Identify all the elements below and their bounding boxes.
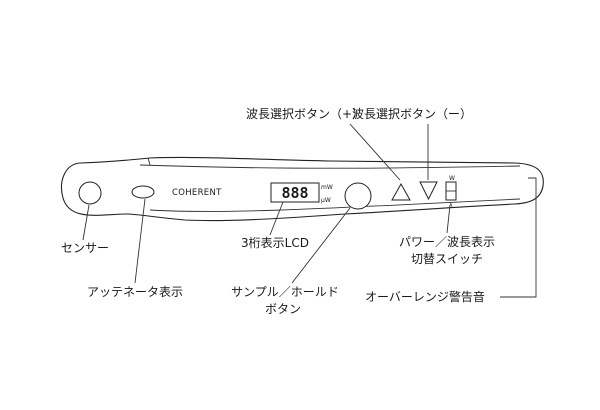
leader-sample-hold: [291, 207, 351, 284]
leader-overrange: [500, 177, 537, 298]
lcd-display: [270, 182, 320, 203]
label-sample-hold-line1: サンプル／ホールド: [231, 285, 339, 299]
switch-bottom-label: λ: [449, 202, 453, 209]
label-sample-hold-line2: ボタン: [265, 302, 301, 316]
leader-power-switch: [446, 204, 451, 234]
label-wavelength-plus: 波長選択ボタン（+）: [246, 107, 364, 121]
body-notch: [147, 157, 151, 166]
wavelength-minus-button[interactable]: [419, 181, 438, 201]
label-wavelength-minus: 波長選択ボタン（ー）: [352, 107, 472, 121]
leader-sensor: [82, 204, 90, 241]
sample-hold-button[interactable]: [344, 182, 372, 210]
label-power-switch-line1: パワー／波長表示: [399, 235, 495, 249]
label-overrange: オーバーレンジ警告音: [365, 289, 485, 304]
switch-top-label: W: [449, 175, 455, 182]
wavelength-plus-button[interactable]: [391, 182, 411, 201]
body-lower-line: [149, 198, 521, 212]
leader-attenuator: [134, 198, 146, 284]
lcd-digits: 888: [281, 184, 308, 202]
body-bevel-line: [139, 164, 521, 169]
label-lcd: 3桁表示LCD: [241, 236, 309, 250]
leader-lcd: [269, 201, 284, 236]
label-attenuator: アッテネータ表示: [87, 285, 183, 299]
brand-logo-text: COHERENT: [172, 188, 222, 198]
label-power-switch-line2: 切替スイッチ: [411, 252, 483, 266]
unit-uw-label: μW: [321, 197, 331, 204]
leader-wavelength-plus: [349, 123, 401, 181]
unit-mw-label: mW: [321, 184, 333, 191]
sensor-aperture: [78, 181, 102, 205]
label-sensor: センサー: [61, 241, 109, 255]
attenuator-indicator: [131, 185, 155, 199]
